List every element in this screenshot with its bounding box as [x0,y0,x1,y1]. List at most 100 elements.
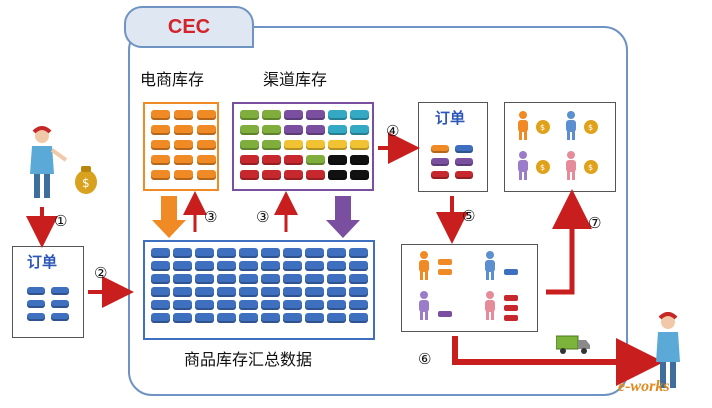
step-3a: ③ [204,208,218,226]
inventory-block [239,248,258,258]
inventory-block [239,313,258,323]
svg-text:$: $ [540,163,545,172]
inventory-block [262,125,281,135]
inventory-block [174,170,193,180]
order-left-label: 订单 [27,253,58,271]
inventory-block [151,274,170,284]
inventory-block [27,287,45,295]
inventory-block [455,158,473,166]
inventory-block [261,287,280,297]
inventory-block [239,261,258,271]
inventory-block [283,248,302,258]
inventory-block [349,274,368,284]
inventory-block [195,300,214,310]
ecommerce-inventory-box [143,102,219,191]
inventory-block [431,171,449,179]
step-1: ① [54,212,68,230]
inventory-block [306,155,325,165]
inventory-block [151,170,170,180]
inventory-block [305,287,324,297]
inventory-block [283,313,302,323]
inventory-block [151,300,170,310]
inventory-block [239,300,258,310]
inventory-block [173,248,192,258]
inventory-block [217,287,236,297]
inventory-block [217,313,236,323]
inventory-block [173,287,192,297]
svg-text:$: $ [588,163,593,172]
inventory-block [284,140,303,150]
purple-down-arrow [326,196,360,238]
inventory-block [327,248,346,258]
person-icon [518,111,528,140]
woman-shopper-icon: $ [30,126,97,198]
inventory-block [151,110,170,120]
inventory-block [455,145,473,153]
inventory-block [305,261,324,271]
inventory-block [173,274,192,284]
svg-text:$: $ [540,123,545,132]
inventory-block [261,300,280,310]
inventory-block [283,261,302,271]
inventory-block [197,110,216,120]
inventory-block [240,170,259,180]
step-7: ⑦ [588,214,602,232]
inventory-block [455,171,473,179]
inventory-block [261,261,280,271]
order-box-left: 订单 [12,246,84,338]
inventory-block [174,110,193,120]
step-2: ② [94,264,108,282]
inventory-block [174,125,193,135]
summary-data-box [143,240,375,340]
inventory-block [27,313,45,321]
svg-text:$: $ [588,123,593,132]
inventory-block [195,274,214,284]
inventory-block [261,274,280,284]
delivery-truck-icon [556,335,590,354]
order-right-label: 订单 [435,109,466,127]
inventory-block [283,274,302,284]
inventory-block [151,261,170,271]
step-5: ⑤ [462,207,476,225]
order-box-right: 订单 [418,102,488,192]
inventory-block [305,313,324,323]
inventory-block [151,248,170,258]
inventory-block [262,110,281,120]
inventory-block [217,248,236,258]
arrow-6 [452,336,664,386]
inventory-block [197,170,216,180]
inventory-block [197,125,216,135]
inventory-block [306,140,325,150]
inventory-block [217,261,236,271]
inventory-block [350,125,369,135]
inventory-block [349,313,368,323]
inventory-block [262,155,281,165]
inventory-block [306,170,325,180]
inventory-block [240,140,259,150]
inventory-block [328,140,347,150]
inventory-block [261,248,280,258]
inventory-block [284,155,303,165]
inventory-block [195,287,214,297]
inventory-block [240,155,259,165]
inventory-block [173,261,192,271]
inventory-block [262,140,281,150]
summary-data-label: 商品库存汇总数据 [184,350,313,369]
inventory-block [327,300,346,310]
inventory-block [151,313,170,323]
inventory-block [195,261,214,271]
inventory-block [350,110,369,120]
inventory-block [173,300,192,310]
inventory-block [173,313,192,323]
inventory-block [327,287,346,297]
inventory-block [305,300,324,310]
distributor-box: $ $ $ $ [504,102,616,192]
cec-title: CEC [124,6,254,48]
inventory-block [240,110,259,120]
inventory-block [284,125,303,135]
channel-inventory-label: 渠道库存 [263,70,328,89]
inventory-block [197,155,216,165]
inventory-block [174,155,193,165]
watermark: e-works [618,378,670,395]
inventory-block [174,140,193,150]
